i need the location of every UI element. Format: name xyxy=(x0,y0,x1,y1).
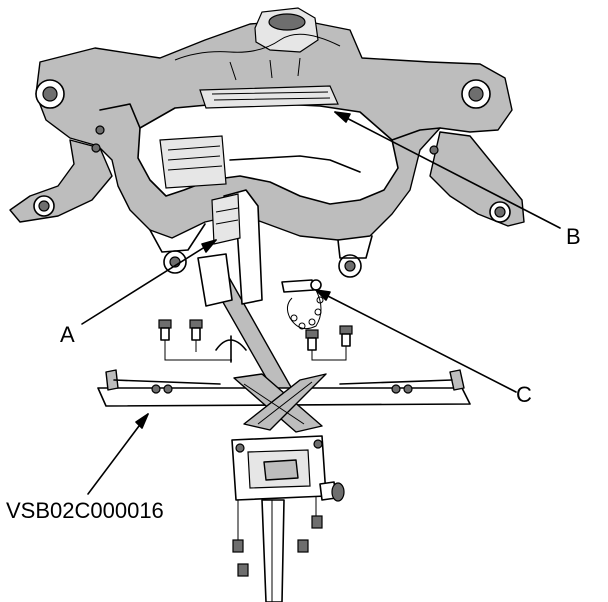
figure-code: VSB02C000016 xyxy=(6,498,164,523)
arrowhead-b xyxy=(334,111,351,123)
callout-b: B xyxy=(566,224,581,249)
callout-a: A xyxy=(60,322,75,347)
bolts xyxy=(158,319,353,361)
cross-bar xyxy=(97,369,471,433)
nut-icon xyxy=(237,563,249,577)
jack-head xyxy=(231,435,345,602)
nut-icon xyxy=(297,539,309,553)
nut-icon xyxy=(311,515,323,529)
bolt-icon xyxy=(305,329,319,351)
arrowhead-a xyxy=(201,239,217,253)
arrowhead-figure xyxy=(135,413,149,429)
bolt-icon xyxy=(158,319,172,341)
callout-c: C xyxy=(516,382,532,407)
arrowhead-c xyxy=(315,289,331,301)
bolt-icon xyxy=(339,325,353,347)
nut-icon xyxy=(232,539,244,553)
subframe xyxy=(9,7,525,278)
bolt-icon xyxy=(189,319,203,341)
leader-lines xyxy=(81,111,561,495)
adapter-arm xyxy=(197,189,324,403)
